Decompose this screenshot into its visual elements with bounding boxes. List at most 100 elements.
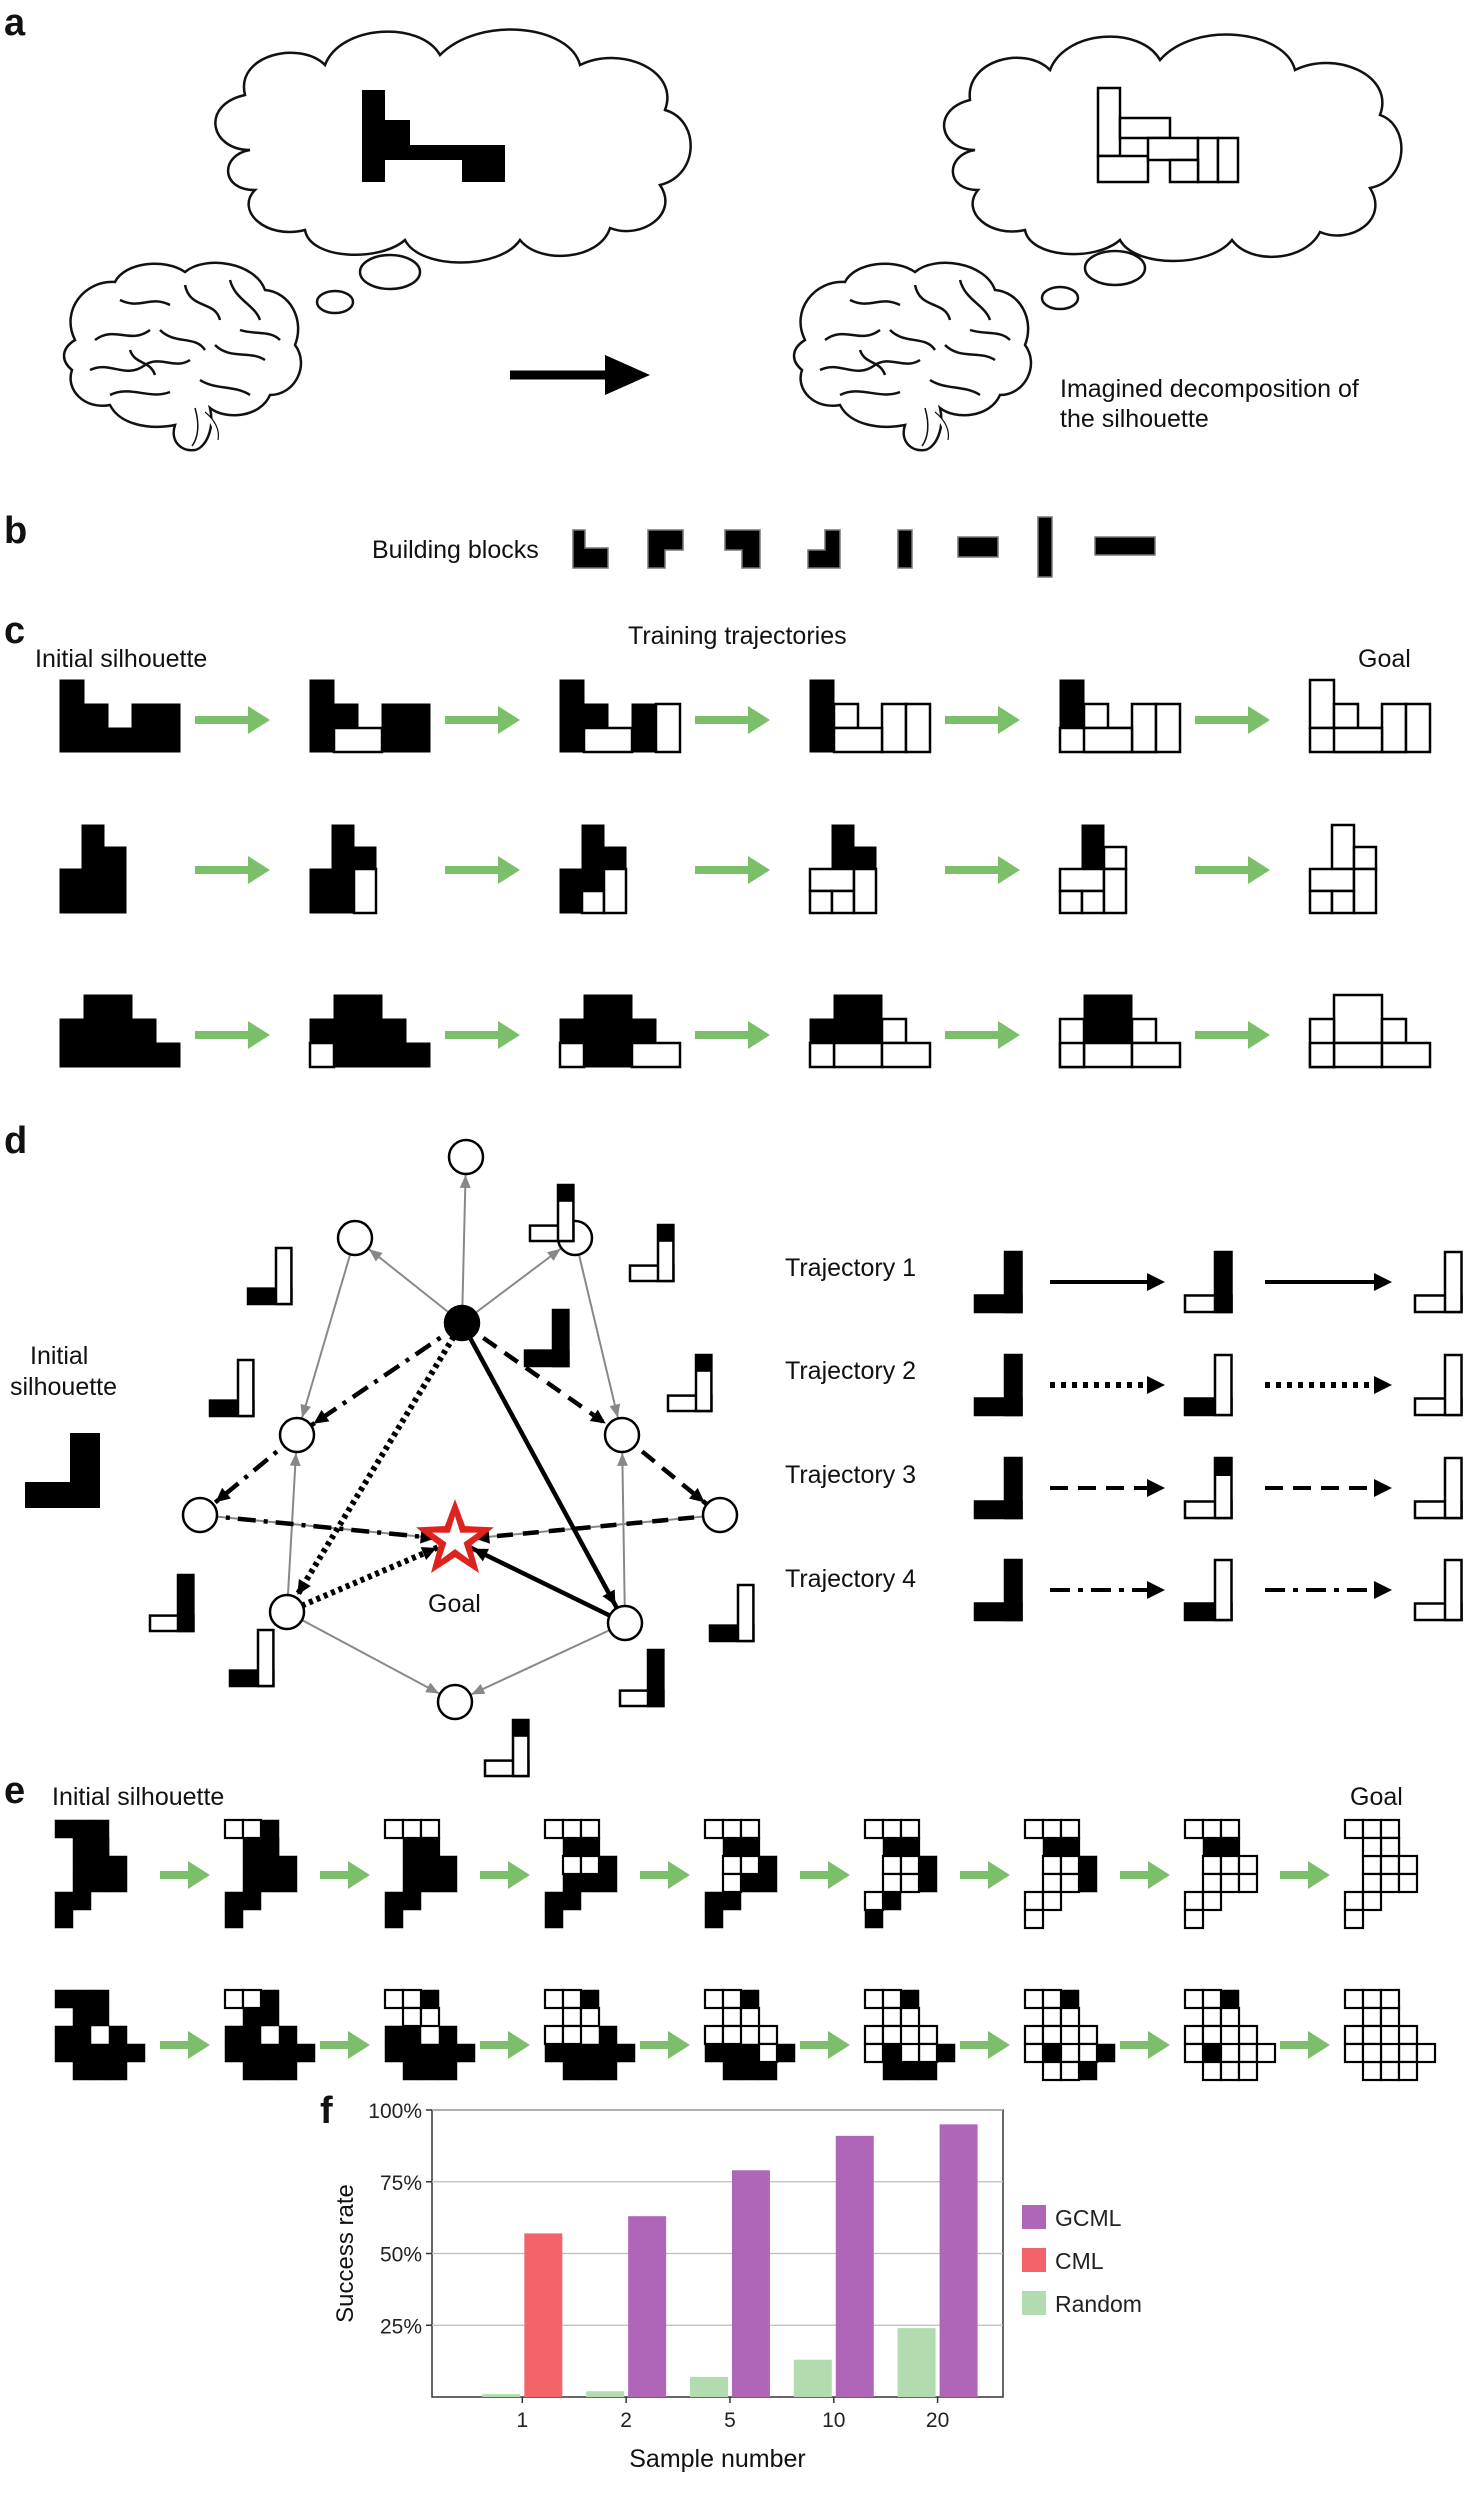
graph-edge-arrow <box>369 1249 383 1262</box>
trajectory-arrow <box>215 1487 231 1503</box>
silhouette-step <box>703 1988 796 2081</box>
block-shape <box>957 536 999 558</box>
green-arrow-icon <box>945 856 1020 884</box>
y-tick-label: 25% <box>380 2315 422 2338</box>
silhouette-step <box>54 1819 128 1929</box>
arrow-icon <box>510 355 650 395</box>
trajectory-edge <box>284 1321 465 1614</box>
l-silhouette <box>528 1183 575 1243</box>
silhouette-step <box>1343 1988 1437 2082</box>
graph-edge <box>286 1611 456 1703</box>
trajectory-edge <box>460 1321 627 1625</box>
green-arrow-icon <box>695 706 770 734</box>
silhouette-step <box>59 994 181 1068</box>
l-silhouette <box>246 1246 293 1306</box>
block-shape <box>1094 536 1156 556</box>
green-arrow-icon <box>945 1021 1020 1049</box>
trajectory-arrow <box>472 1548 489 1562</box>
l-silhouette <box>208 1358 255 1418</box>
bar-gcml <box>835 2135 874 2397</box>
silhouette-step <box>1058 994 1182 1069</box>
green-arrow-icon <box>195 1021 270 1049</box>
trajectory-legend-arrow <box>1374 1273 1392 1291</box>
green-arrow-icon <box>445 1021 520 1049</box>
block-shape <box>897 529 913 569</box>
trajectory-arrow <box>313 1409 330 1424</box>
silhouette-step <box>1023 1988 1116 2082</box>
silhouette-step <box>383 1818 458 1929</box>
trajectory-arrow <box>602 1589 616 1606</box>
silhouette-step <box>1308 993 1432 1069</box>
silhouette-step <box>1308 678 1432 754</box>
silhouette-step <box>543 1988 636 2081</box>
goal-label-e: Goal <box>1350 1783 1403 1811</box>
trajectory-arrow <box>297 1578 311 1595</box>
graph-edge <box>296 1237 356 1436</box>
bar-gcml <box>939 2124 978 2397</box>
l-silhouette <box>1183 1250 1233 1314</box>
panel-label-c: c <box>4 610 26 652</box>
l-silhouette <box>1413 1250 1463 1314</box>
silhouette-step <box>383 1988 476 2081</box>
graph-node <box>181 1496 219 1534</box>
bar-random <box>482 2394 521 2397</box>
building-blocks-title: Building blocks <box>372 536 539 564</box>
l-silhouette <box>973 1353 1023 1417</box>
silhouette-step <box>863 1818 938 1929</box>
l-silhouette <box>973 1558 1023 1622</box>
panel-label-f: f <box>320 2090 333 2132</box>
l-silhouette <box>1413 1456 1463 1520</box>
block-shape <box>572 529 609 569</box>
green-arrow-icon <box>1195 856 1270 884</box>
l-silhouette <box>973 1456 1023 1520</box>
x-axis-label: Sample number <box>629 2445 805 2473</box>
green-arrow-icon <box>960 2031 1010 2059</box>
silhouette-step <box>1023 1818 1098 1930</box>
x-tick-label: 5 <box>724 2409 736 2432</box>
decomposed-silhouette <box>1096 86 1240 184</box>
silhouette-step <box>1343 1818 1419 1930</box>
l-silhouette <box>1183 1353 1233 1417</box>
y-tick-label: 100% <box>368 2100 422 2123</box>
trajectory-legend-arrow <box>1374 1581 1392 1599</box>
decomposition-caption-line2: the silhouette <box>1060 405 1209 433</box>
graph-node <box>336 1219 374 1257</box>
green-arrow-icon <box>1280 1861 1330 1889</box>
legend-label: CML <box>1055 2248 1104 2274</box>
silhouette-step <box>1058 679 1182 754</box>
graph-node <box>278 1416 316 1454</box>
bar-cml <box>524 2233 563 2397</box>
green-arrow-icon <box>1120 1861 1170 1889</box>
block-shape <box>807 529 841 569</box>
green-arrow-icon <box>695 1021 770 1049</box>
bar-gcml <box>628 2216 667 2397</box>
legend-swatch <box>1022 2291 1046 2315</box>
green-arrow-icon <box>480 1861 530 1889</box>
l-silhouette <box>483 1718 530 1778</box>
trajectory-arrow <box>420 1547 437 1560</box>
training-trajectories-label: Training trajectories <box>628 622 847 650</box>
silhouette-step <box>543 1818 618 1929</box>
green-arrow-icon <box>160 2031 210 2059</box>
l-silhouette <box>666 1353 713 1413</box>
green-arrow-icon <box>960 1861 1010 1889</box>
silhouette-step <box>808 824 878 915</box>
trajectory-legend-arrow <box>1147 1479 1165 1497</box>
graph-edge-arrow <box>609 1403 621 1418</box>
initial-silhouette-line1: Initial <box>30 1342 89 1370</box>
l-silhouette <box>973 1250 1023 1314</box>
trajectory-legend-arrow <box>1147 1273 1165 1291</box>
silhouette-step <box>309 679 431 754</box>
l-silhouette <box>1183 1456 1233 1520</box>
graph-edge-arrow <box>617 1452 628 1466</box>
green-arrow-icon <box>640 2031 690 2059</box>
silhouette-step <box>809 679 932 754</box>
silhouette-step <box>1183 1988 1277 2082</box>
silhouette-step <box>54 1989 146 2081</box>
initial-silhouette-line2: silhouette <box>10 1373 118 1401</box>
graph-edge-arrow <box>459 1174 471 1189</box>
silhouette-step <box>59 824 127 914</box>
trajectory-arrow <box>688 1487 705 1503</box>
silhouette-step <box>559 824 628 915</box>
